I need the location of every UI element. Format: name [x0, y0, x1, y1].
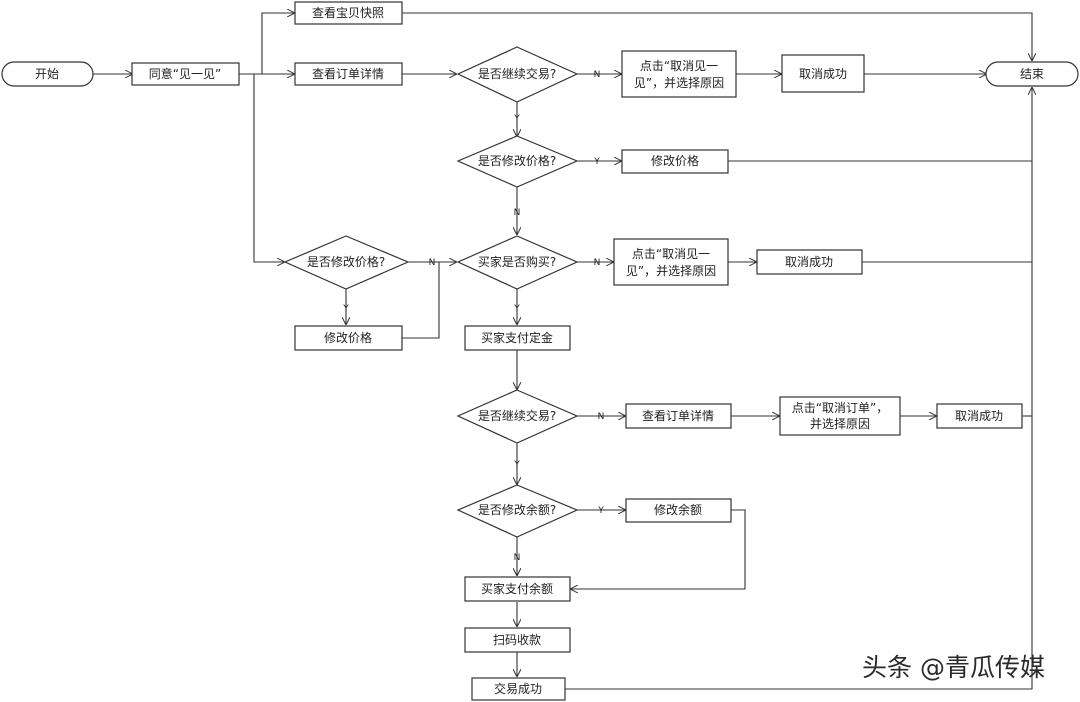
svg-text:同意“见一见”: 同意“见一见”: [149, 66, 221, 81]
svg-text:是否修改余额?: 是否修改余额?: [478, 502, 556, 517]
start-label: 开始: [35, 67, 59, 81]
agree-meet-box: 同意“见一见”: [131, 62, 240, 86]
decision-modify-price-1: 是否修改价格?: [456, 135, 579, 188]
svg-text:取消成功: 取消成功: [785, 255, 833, 269]
svg-text:是否修改价格?: 是否修改价格?: [478, 153, 556, 168]
svg-text:修改价格: 修改价格: [324, 330, 372, 345]
start-node: 开始: [1, 61, 94, 87]
svg-text:点击“取消订单”，: 点击“取消订单”，: [792, 401, 888, 415]
pay-balance-box: 买家支付余额: [464, 576, 571, 602]
label-no: N: [594, 70, 601, 80]
trade-success-box: 交易成功: [471, 677, 566, 701]
label-yes: Y: [513, 304, 520, 314]
svg-text:查看订单详情: 查看订单详情: [312, 66, 384, 81]
svg-text:是否修改价格?: 是否修改价格?: [307, 254, 385, 269]
label-yes: Y: [513, 114, 520, 124]
end-label: 结束: [1020, 67, 1044, 81]
svg-text:查看订单详情: 查看订单详情: [642, 408, 714, 423]
svg-text:点击“取消见一: 点击“取消见一: [632, 247, 710, 261]
svg-text:修改余额: 修改余额: [654, 502, 702, 517]
cancel-success-box-2: 取消成功: [756, 249, 863, 275]
cancel-success-box-3: 取消成功: [936, 403, 1023, 429]
svg-text:扫码收款: 扫码收款: [493, 633, 541, 647]
svg-text:取消成功: 取消成功: [955, 409, 1003, 423]
label-no: N: [594, 258, 601, 268]
cancel-order-box: 点击“取消订单”， 并选择原因: [779, 396, 901, 436]
svg-text:并选择原因: 并选择原因: [810, 417, 870, 431]
svg-text:是否继续交易?: 是否继续交易?: [478, 66, 556, 81]
decision-continue-trade-2: 是否继续交易?: [456, 389, 579, 444]
svg-text:是否继续交易?: 是否继续交易?: [478, 408, 556, 423]
scan-pay-box: 扫码收款: [464, 627, 571, 653]
cancel-meet-box-2: 点击“取消见一 见”，并选择原因: [613, 238, 729, 286]
label-no: N: [429, 258, 436, 268]
pay-deposit-box: 买家支付定金: [464, 325, 571, 351]
cancel-success-box-1: 取消成功: [781, 54, 865, 93]
modify-price-box-2: 修改价格: [294, 325, 403, 351]
decision-modify-price-2: 是否修改价格?: [283, 235, 410, 290]
cancel-meet-box-1: 点击“取消见一 见”，并选择原因: [621, 50, 737, 98]
svg-text:买家是否购买?: 买家是否购买?: [478, 254, 556, 269]
svg-text:买家支付余额: 买家支付余额: [481, 581, 553, 596]
edges: [93, 13, 1032, 690]
decision-continue-trade-1: 是否继续交易?: [456, 46, 579, 103]
svg-text:见”，并选择原因: 见”，并选择原因: [634, 76, 724, 90]
label-yes: Y: [593, 157, 600, 167]
modify-price-box-1: 修改价格: [621, 149, 729, 174]
label-no: N: [514, 553, 521, 563]
view-order-box-2: 查看订单详情: [625, 403, 732, 429]
svg-text:点击“取消见一: 点击“取消见一: [640, 59, 718, 73]
label-yes: Y: [342, 304, 349, 314]
decision-buyer-buy: 买家是否购买?: [456, 235, 579, 290]
label-no: N: [598, 412, 605, 422]
end-node: 结束: [985, 61, 1079, 87]
modify-balance-box: 修改余额: [625, 498, 732, 523]
label-yes: Y: [513, 460, 520, 470]
svg-text:交易成功: 交易成功: [494, 681, 542, 696]
edge-labels: N Y Y N N N Y Y N Y Y N: [342, 70, 604, 563]
view-order-box-1: 查看订单详情: [294, 62, 403, 86]
decision-modify-balance: 是否修改余额?: [456, 484, 579, 538]
svg-text:修改价格: 修改价格: [651, 153, 699, 168]
svg-text:取消成功: 取消成功: [799, 67, 847, 81]
svg-text:见”，并选择原因: 见”，并选择原因: [626, 264, 716, 278]
label-yes: Y: [597, 506, 604, 516]
view-snapshot-box: 查看宝贝快照: [294, 1, 403, 25]
svg-text:买家支付定金: 买家支付定金: [481, 330, 553, 345]
watermark-text: 头条 @青瓜传媒: [862, 653, 1045, 682]
svg-text:查看宝贝快照: 查看宝贝快照: [312, 6, 384, 20]
label-no: N: [514, 208, 521, 218]
